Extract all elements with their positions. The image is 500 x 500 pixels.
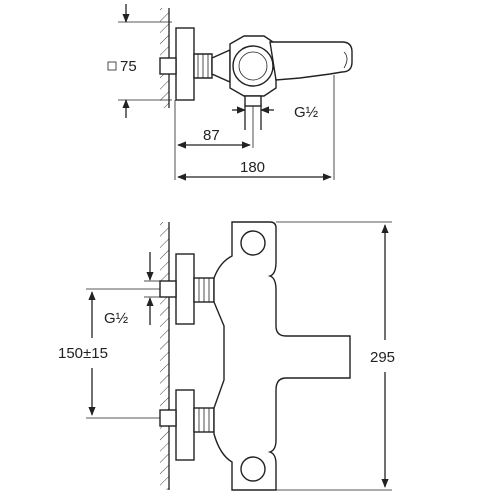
flange-top [175, 27, 195, 101]
spout-top [269, 41, 353, 81]
front-view: G½ 150±15 295 [58, 221, 395, 491]
outlet-offset-label: 87 [203, 127, 220, 144]
inlet-spacing-label: 150±15 [58, 345, 108, 362]
outlet-top [244, 95, 262, 107]
flange-lower [175, 389, 195, 461]
top-view: 75 G½ 87 180 [107, 4, 353, 181]
thread-front-label: G½ [104, 310, 129, 327]
flange-upper [175, 253, 195, 325]
flange-square-label: 75 [120, 58, 137, 75]
knob-lower [240, 456, 266, 482]
total-length-label: 180 [240, 159, 265, 176]
square-symbol [107, 61, 117, 71]
total-height-label: 295 [370, 349, 395, 366]
wall-hatch-front [160, 222, 169, 490]
knob-upper [240, 230, 266, 256]
inlet-stub-top [159, 57, 177, 75]
valve-body-front [213, 221, 351, 491]
thread-top-label: G½ [294, 104, 319, 121]
